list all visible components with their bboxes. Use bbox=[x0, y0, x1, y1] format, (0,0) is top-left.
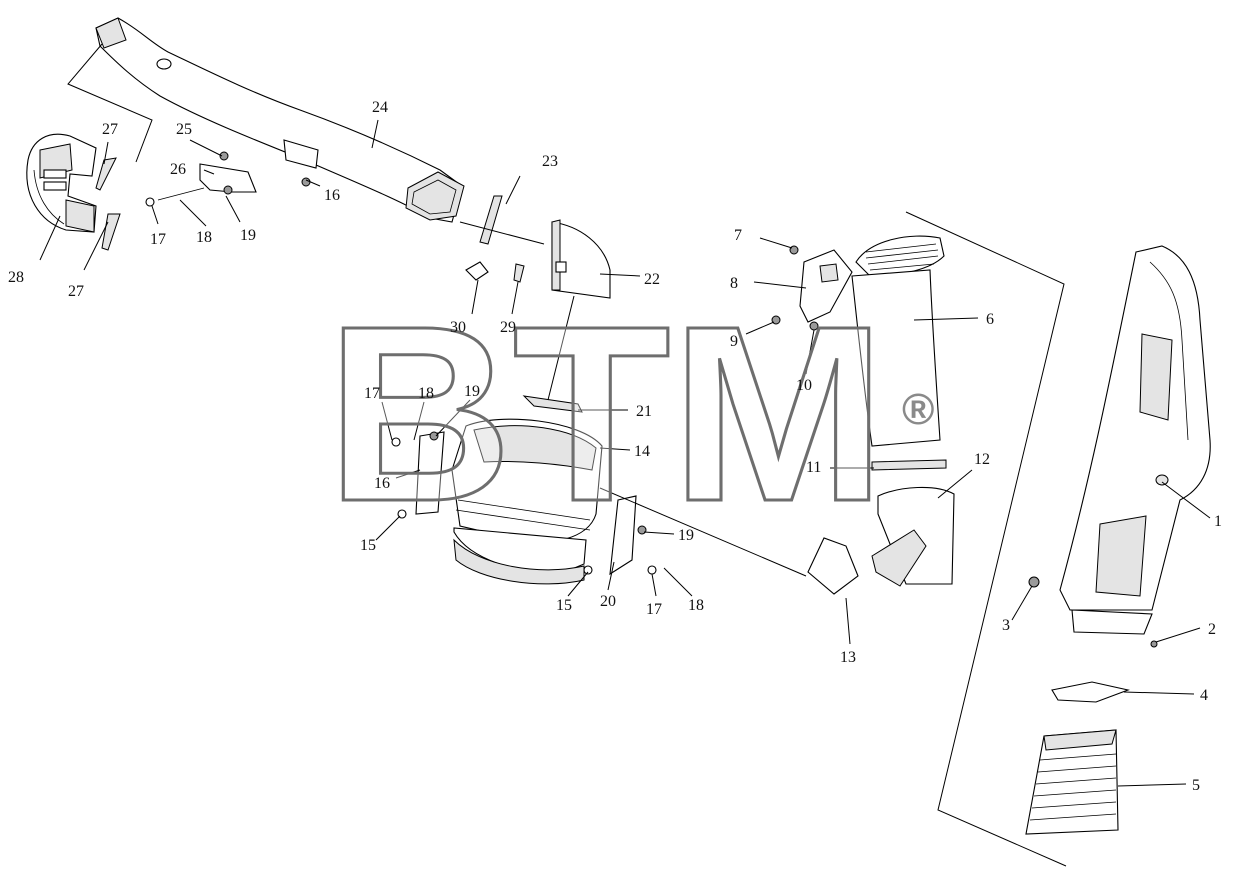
part-13-seal bbox=[807, 537, 859, 595]
callout-6: 6 bbox=[986, 311, 994, 328]
leader-lines bbox=[39, 119, 1211, 787]
callout-13: 13 bbox=[840, 649, 856, 666]
callout-1: 1 bbox=[1214, 513, 1222, 530]
callout-21: 21 bbox=[636, 403, 652, 420]
part-24-intake-pipe bbox=[95, 17, 465, 223]
callout-29: 29 bbox=[500, 319, 516, 336]
assembly-frame-left bbox=[67, 43, 153, 163]
part-8-bracket bbox=[799, 249, 853, 323]
part-8-bracket-plate bbox=[819, 263, 839, 283]
part-4-gasket bbox=[1051, 681, 1130, 703]
part-22-elbow bbox=[551, 219, 611, 299]
watermark: BTM ® bbox=[325, 273, 935, 555]
part-3-bolt bbox=[1028, 576, 1040, 588]
callout-10: 10 bbox=[796, 377, 812, 394]
callout-8: 8 bbox=[730, 275, 738, 292]
part-21-strap bbox=[522, 395, 583, 413]
part-6-intake-duct bbox=[851, 235, 945, 447]
callout-22: 22 bbox=[644, 271, 660, 288]
callout-17-mid: 17 bbox=[364, 385, 380, 402]
callout-24: 24 bbox=[372, 99, 388, 116]
watermark-registered-symbol: ® bbox=[902, 385, 934, 434]
part-29-clip bbox=[513, 263, 525, 283]
part-1-snorkel-body bbox=[1059, 245, 1211, 635]
callout-4: 4 bbox=[1200, 687, 1208, 704]
part-30-valve bbox=[465, 261, 489, 281]
callout-7: 7 bbox=[734, 227, 742, 244]
callout-27-bottom: 27 bbox=[68, 283, 84, 300]
part-26-bracket bbox=[199, 151, 257, 195]
part-20-bracket-right bbox=[609, 495, 637, 576]
part-15-bolt-right bbox=[583, 565, 593, 575]
part-19-nut-mid bbox=[429, 431, 439, 441]
part-18-washer-left bbox=[157, 187, 205, 201]
callout-18-right: 18 bbox=[688, 597, 704, 614]
part-17-bolt-mid bbox=[391, 437, 401, 447]
part-27-clamp-upper bbox=[95, 157, 117, 191]
callout-27-top: 27 bbox=[102, 121, 118, 138]
callout-12: 12 bbox=[974, 451, 990, 468]
part-17-bolt-left bbox=[145, 197, 155, 207]
callout-19-right: 19 bbox=[678, 527, 694, 544]
callout-2: 2 bbox=[1208, 621, 1216, 638]
callout-28: 28 bbox=[8, 269, 24, 286]
part-5-bellows bbox=[1025, 729, 1119, 835]
callout-18-mid: 18 bbox=[418, 385, 434, 402]
callout-3: 3 bbox=[1002, 617, 1010, 634]
assembly-frame-right bbox=[905, 211, 1067, 867]
part-11-gasket bbox=[871, 459, 947, 471]
part-2-nut bbox=[1150, 640, 1158, 648]
part-7-bolt bbox=[789, 245, 799, 255]
callout-14: 14 bbox=[634, 443, 650, 460]
part-12-adapter bbox=[871, 486, 955, 587]
callout-15-right: 15 bbox=[556, 597, 572, 614]
callout-15-left: 15 bbox=[360, 537, 376, 554]
callout-16-mid: 16 bbox=[374, 475, 390, 492]
callout-labels: 1 2 3 4 5 6 7 8 9 10 11 12 13 14 15 15 1… bbox=[8, 99, 1222, 794]
part-14-air-filter-housing bbox=[451, 418, 603, 585]
part-28-curved-duct bbox=[26, 133, 97, 233]
callout-19-mid: 19 bbox=[464, 383, 480, 400]
leader-13-frame bbox=[599, 487, 807, 577]
callout-16-top: 16 bbox=[324, 187, 340, 204]
callout-19-left: 19 bbox=[240, 227, 256, 244]
callout-9: 9 bbox=[730, 333, 738, 350]
part-17-bolt-right bbox=[647, 565, 657, 575]
part-23-clamp bbox=[479, 195, 503, 245]
callout-20: 20 bbox=[600, 593, 616, 610]
callout-18-left: 18 bbox=[196, 229, 212, 246]
callout-23: 23 bbox=[542, 153, 558, 170]
assembly-frame-filter bbox=[459, 221, 575, 401]
callout-17-left: 17 bbox=[150, 231, 166, 248]
callout-17-right: 17 bbox=[646, 601, 662, 618]
part-16-nut-top bbox=[301, 177, 311, 187]
watermark-text: BTM bbox=[326, 274, 886, 553]
callout-11: 11 bbox=[806, 459, 821, 476]
callout-5: 5 bbox=[1192, 777, 1200, 794]
callout-25: 25 bbox=[176, 121, 192, 138]
callout-30: 30 bbox=[450, 319, 466, 336]
callout-26: 26 bbox=[170, 161, 186, 178]
part-27-clamp-lower bbox=[101, 213, 121, 251]
